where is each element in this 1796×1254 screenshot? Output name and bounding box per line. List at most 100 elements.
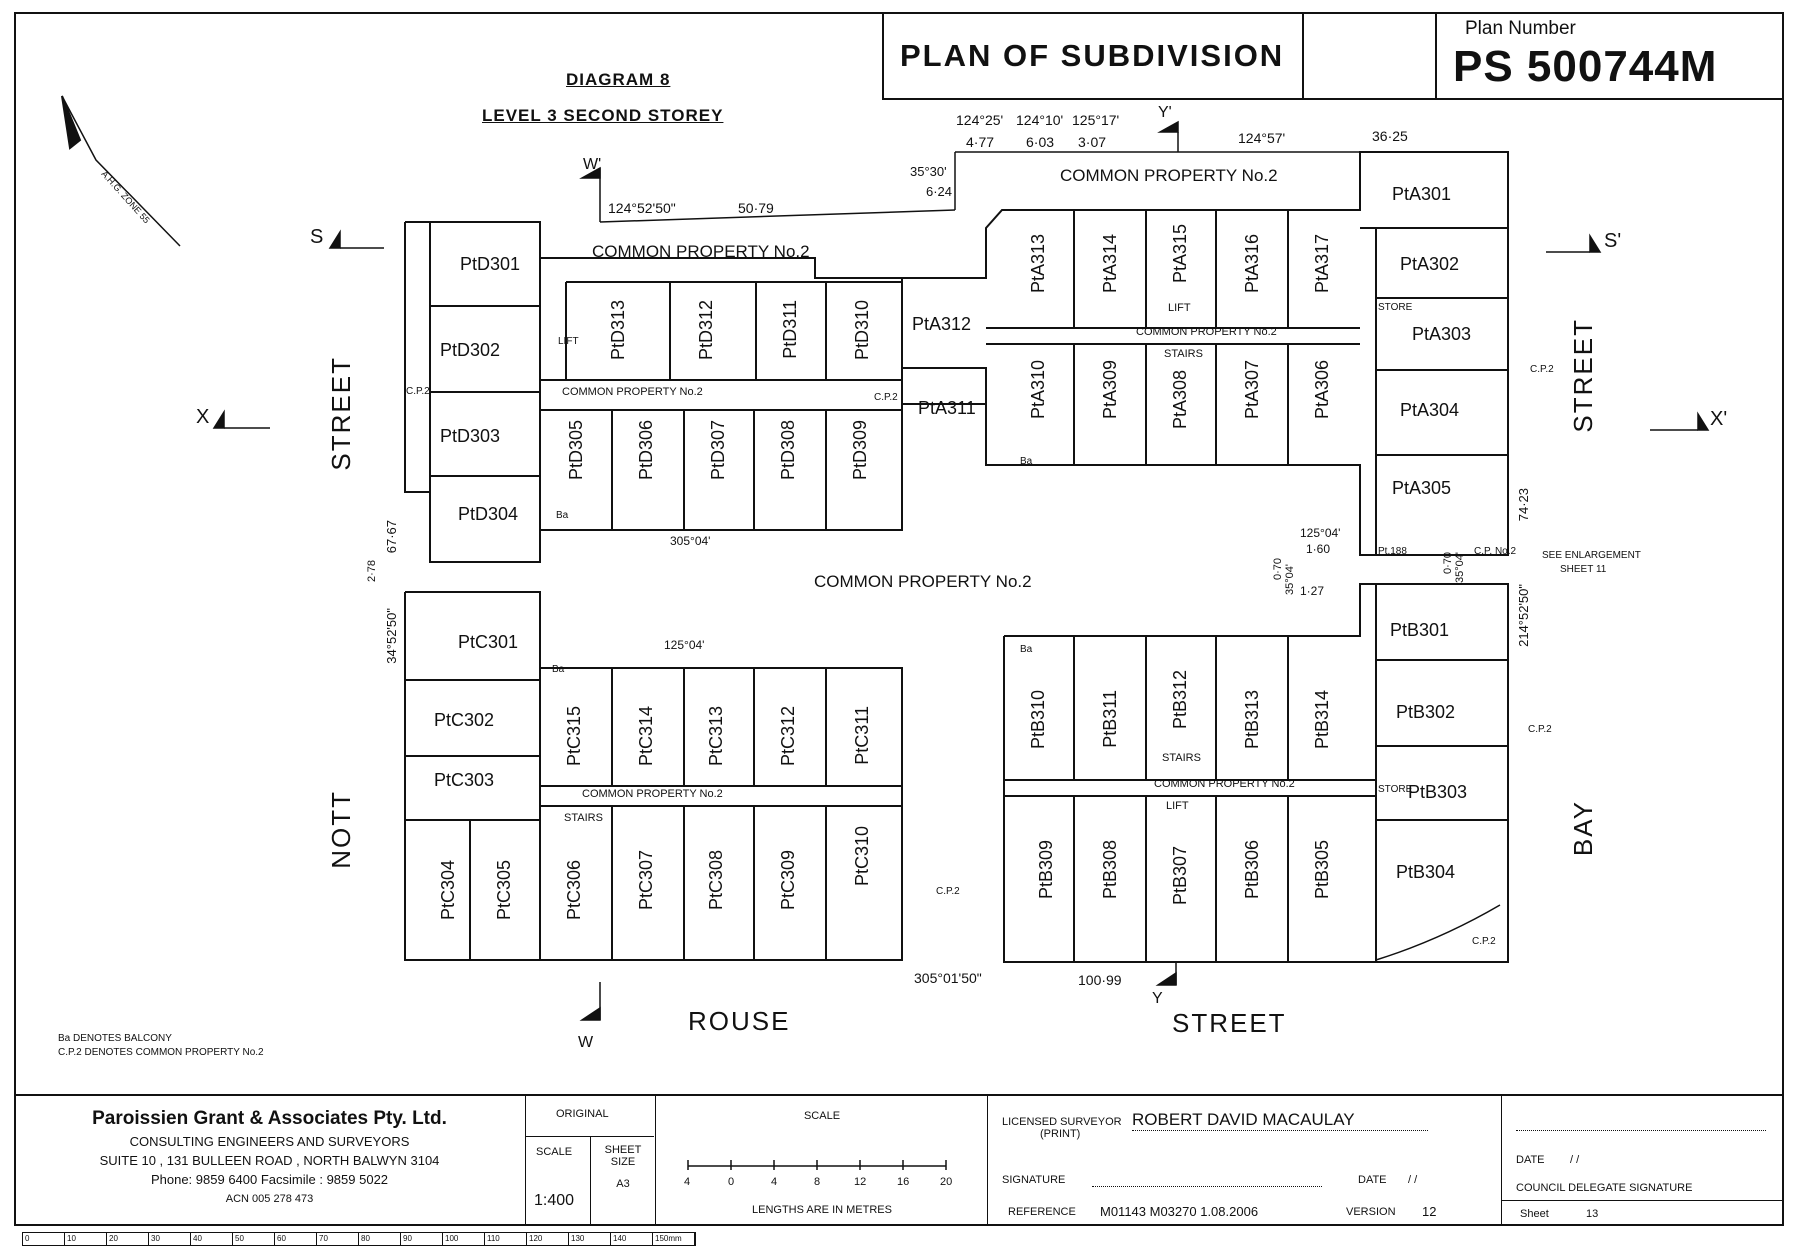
dim-bearing-12425: 124°25'	[956, 112, 1004, 128]
block-c-outline	[404, 591, 903, 961]
date-slashes: / /	[1408, 1174, 1418, 1186]
ruler-tick: 40	[191, 1233, 233, 1245]
lot-c301: PtC301	[458, 632, 519, 652]
legend-balcony: Ba DENOTES BALCONY	[58, 1033, 172, 1044]
firm-line-3: SUITE 10 , 131 BULLEEN ROAD , NORTH BALW…	[99, 1153, 440, 1168]
lot-c315: PtC315	[564, 706, 584, 767]
lot-c314: PtC314	[636, 706, 656, 767]
lot-a304: PtA304	[1400, 400, 1460, 420]
dim-length-10099: 100·99	[1078, 972, 1122, 988]
dim-length-307: 3·07	[1078, 134, 1107, 150]
lot-a310: PtA310	[1028, 360, 1048, 420]
street-west-label: STREET	[326, 356, 356, 471]
lot-c302: PtC302	[434, 710, 495, 730]
dim-bearing-3504-a: 35°04'	[1284, 564, 1296, 595]
signature-line[interactable]	[1092, 1186, 1322, 1187]
dim-bearing-12410: 124°10'	[1016, 112, 1064, 128]
bottom-title-block: Paroissien Grant & Associates Pty. Ltd. …	[14, 1094, 1784, 1226]
dim-bearing-top: 124°52'50"	[608, 200, 676, 216]
reference-label: REFERENCE	[1008, 1206, 1076, 1218]
legend-cp2: C.P.2 DENOTES COMMON PROPERTY No.2	[58, 1047, 264, 1058]
cp2-east-label: C.P.2	[1530, 364, 1554, 375]
lot-b308: PtB308	[1100, 840, 1120, 900]
lot-a314: PtA314	[1100, 234, 1120, 294]
legend: Ba DENOTES BALCONY C.P.2 DENOTES COMMON …	[58, 1032, 264, 1060]
council-date-slashes: / /	[1570, 1154, 1580, 1166]
lot-d306: PtD306	[636, 420, 656, 481]
lot-b312: PtB312	[1170, 670, 1190, 730]
version-value: 12	[1422, 1204, 1437, 1219]
lift-d-label: LIFT	[558, 336, 579, 347]
cp2-south-label: C.P.2	[936, 886, 960, 897]
lot-b307: PtB307	[1170, 846, 1190, 906]
lot-d309: PtD309	[850, 420, 870, 481]
scale-label: SCALE	[536, 1146, 573, 1158]
sheet-size-label: SHEET SIZE	[604, 1144, 642, 1168]
lot-a303: PtA303	[1412, 324, 1472, 344]
see-enlargement-label: SEE ENLARGEMENT	[1542, 550, 1641, 561]
dim-length-070-a: 0·70	[1272, 558, 1284, 581]
lot-b310: PtB310	[1028, 690, 1048, 750]
cp2-east-b-label: C.P.2	[1528, 724, 1552, 735]
dim-bearing-2145250: 214°52'50"	[1516, 584, 1531, 647]
firm-cell: Paroissien Grant & Associates Pty. Ltd. …	[14, 1096, 526, 1226]
surveyor-cell: LICENSED SURVEYOR (PRINT) ROBERT DAVID M…	[988, 1096, 1502, 1226]
street-east-name: BAY	[1568, 800, 1598, 857]
lot-a307: PtA307	[1242, 360, 1262, 420]
sheet-11-label: SHEET 11	[1560, 564, 1607, 575]
lot-b314: PtB314	[1312, 690, 1332, 750]
dim-bearing-12504-b: 125°04'	[1300, 526, 1341, 540]
version-label: VERSION	[1346, 1206, 1396, 1218]
dim-length-7423: 74·23	[1516, 488, 1531, 522]
surveyor-label: LICENSED SURVEYOR	[1002, 1116, 1122, 1128]
lengths-note: LENGTHS ARE IN METRES	[752, 1204, 892, 1216]
lot-c308: PtC308	[706, 850, 726, 911]
section-mark-x: X	[196, 406, 210, 428]
lot-a316: PtA316	[1242, 234, 1262, 294]
lot-a311: PtA311	[918, 398, 976, 418]
section-mark-y: Y	[1152, 990, 1163, 1007]
ruler-tick: 60	[275, 1233, 317, 1245]
scale-tick-label: 20	[940, 1176, 953, 1188]
surveyor-name: ROBERT DAVID MACAULAY	[1132, 1110, 1428, 1131]
sheet-divider	[1502, 1200, 1782, 1201]
scale-tick-label: 0	[728, 1176, 735, 1188]
lot-c307: PtC307	[636, 850, 656, 911]
title-spacer-cell	[1304, 12, 1437, 98]
dim-length-278: 2·78	[366, 560, 378, 583]
lot-d313: PtD313	[608, 300, 628, 361]
dim-length-070-b: 0·70	[1442, 552, 1454, 575]
block-a-outline	[902, 151, 1509, 556]
balcony-label: Ba	[556, 510, 569, 521]
ruler-tick: 110	[485, 1233, 527, 1245]
title-block: PLAN OF SUBDIVISION Plan Number PS 50074…	[882, 12, 1784, 100]
dim-bearing-12504: 125°04'	[664, 638, 705, 652]
dim-length-6767: 67·67	[384, 520, 399, 554]
ruler-tick: 90	[401, 1233, 443, 1245]
lot-c310: PtC310	[852, 826, 872, 887]
cp2-d-label: C.P.2	[874, 392, 898, 403]
section-mark-s: S	[310, 226, 324, 248]
lot-a309: PtA309	[1100, 360, 1120, 420]
section-mark-y-prime: Y'	[1158, 104, 1172, 121]
lot-b302: PtB302	[1396, 702, 1456, 722]
ruler-tick: 50	[233, 1233, 275, 1245]
ruler-tick: 20	[107, 1233, 149, 1245]
scale-tick-label: 8	[814, 1176, 821, 1188]
council-sig-line[interactable]	[1516, 1130, 1766, 1131]
firm-line-4: Phone: 9859 6400 Facsimile : 9859 5022	[150, 1172, 389, 1187]
street-west-name: NOTT	[326, 790, 356, 869]
lot-c304: PtC304	[438, 860, 458, 921]
date-label: DATE	[1358, 1174, 1387, 1186]
north-arrow-line	[61, 95, 181, 247]
lot-c306: PtC306	[564, 860, 584, 921]
lot-d303: PtD303	[440, 426, 501, 446]
diagram-subtitle: LEVEL 3 SECOND STOREY	[482, 106, 724, 125]
scale-tick-label: 16	[897, 1176, 910, 1188]
ruler-tick: 10	[65, 1233, 107, 1245]
scale-bar	[687, 1160, 947, 1170]
ruler-tick: 140	[611, 1233, 653, 1245]
ruler-tick: 30	[149, 1233, 191, 1245]
dim-length-603: 6·03	[1026, 134, 1055, 150]
